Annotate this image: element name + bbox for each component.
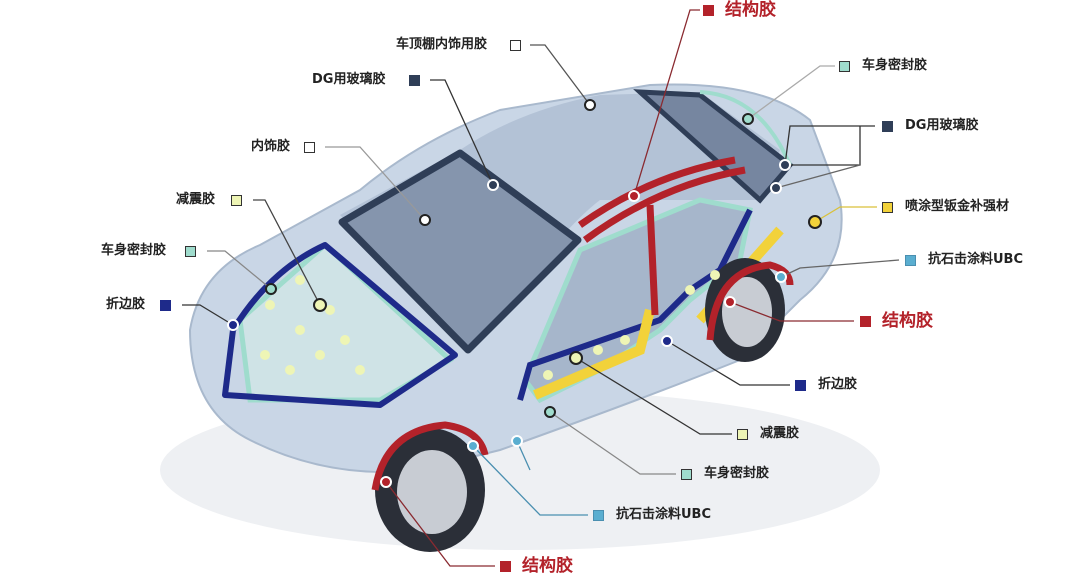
structural-swatch xyxy=(703,5,714,16)
body-seal-swatch xyxy=(185,246,196,257)
interior-swatch xyxy=(304,142,315,153)
label-dg-glass-left: DG用玻璃胶 xyxy=(312,72,386,87)
label-hemming-left: 折边胶 xyxy=(106,297,146,312)
body-seal-swatch xyxy=(839,61,850,72)
label-structural-right: 结构胶 xyxy=(882,311,933,331)
label-body-seal-left: 车身密封胶 xyxy=(101,243,167,258)
damping-swatch xyxy=(737,429,748,440)
structural-swatch xyxy=(860,316,871,327)
label-body-seal-bottom: 车身密封胶 xyxy=(704,466,770,481)
label-dg-glass-right: DG用玻璃胶 xyxy=(905,118,979,133)
label-body-seal-right: 车身密封胶 xyxy=(862,58,928,73)
body-seal-swatch xyxy=(681,469,692,480)
label-hemming-right: 折边胶 xyxy=(818,377,858,392)
label-reinforcement: 喷涂型钣金补强材 xyxy=(905,199,1010,214)
label-ubc-bottom: 抗石击涂料UBC xyxy=(616,507,712,522)
interior-swatch xyxy=(510,40,521,51)
label-damping-left: 减震胶 xyxy=(176,192,216,207)
windshield-outline xyxy=(338,149,582,354)
label-headliner: 车顶棚内饰用胶 xyxy=(396,37,488,52)
glass-swatch xyxy=(882,121,893,132)
hood-hem-line xyxy=(222,242,458,408)
ubc-swatch xyxy=(593,510,604,521)
structural-swatch xyxy=(500,561,511,572)
hemming-swatch xyxy=(795,380,806,391)
hemming-swatch xyxy=(160,300,171,311)
damping-swatch xyxy=(231,195,242,206)
label-interior: 内饰胶 xyxy=(251,139,291,154)
reinforcement-swatch xyxy=(882,202,893,213)
label-structural-bottom: 结构胶 xyxy=(522,556,573,576)
label-structural-top: 结构胶 xyxy=(725,0,776,20)
ubc-swatch xyxy=(905,255,916,266)
glass-swatch xyxy=(409,75,420,86)
label-damping-right: 减震胶 xyxy=(760,426,800,441)
label-ubc-right: 抗石击涂料UBC xyxy=(928,252,1024,267)
